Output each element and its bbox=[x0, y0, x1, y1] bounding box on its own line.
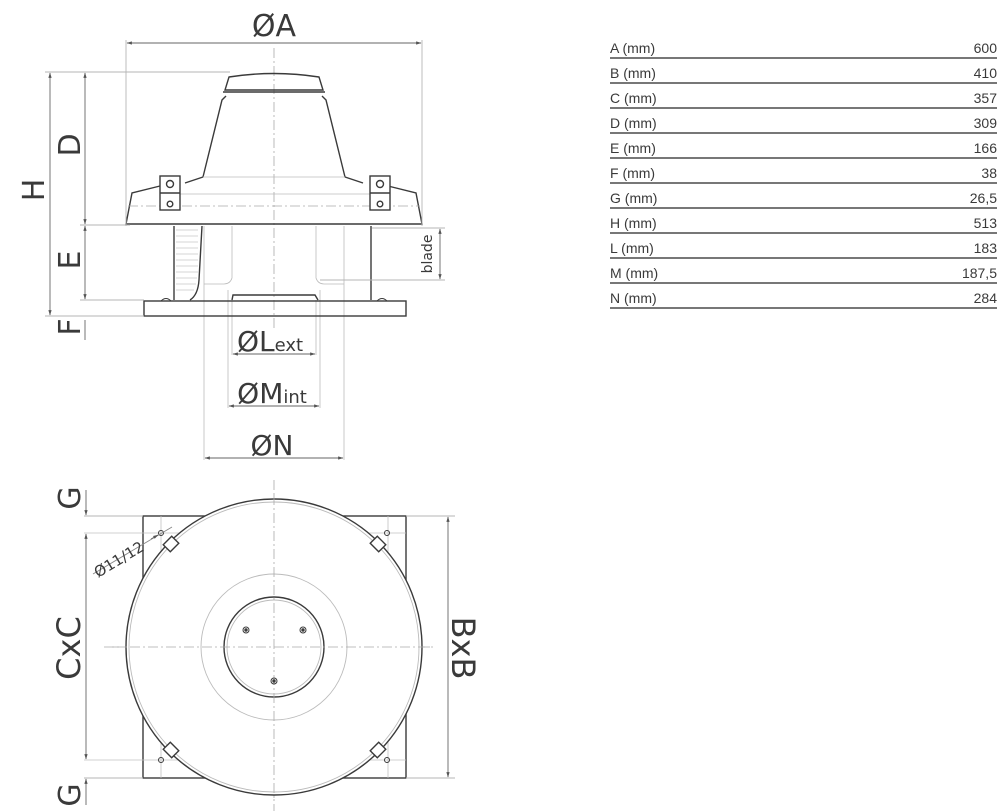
side-dimensions bbox=[45, 40, 445, 460]
table-row: M (mm) 187,5 bbox=[610, 259, 997, 284]
table-row: C (mm) 357 bbox=[610, 84, 997, 109]
dimension-label: F (mm) bbox=[610, 165, 656, 181]
label-h: H bbox=[17, 179, 52, 202]
label-bxb: BxB bbox=[444, 617, 482, 680]
label-g-bottom: G bbox=[53, 783, 88, 806]
label-diameter-a: ØA bbox=[252, 9, 297, 44]
dimension-label: D (mm) bbox=[610, 115, 657, 131]
dimension-value: 187,5 bbox=[961, 265, 997, 281]
technical-drawing: ØA H D E F blade ØLext ØMint ØN bbox=[17, 9, 482, 811]
dimension-label: C (mm) bbox=[610, 90, 657, 106]
dimension-label: G (mm) bbox=[610, 190, 658, 206]
table-row: H (mm) 513 bbox=[610, 209, 997, 234]
label-m-int: ØMint bbox=[237, 377, 307, 410]
label-e: E bbox=[53, 251, 88, 270]
dimension-label: M (mm) bbox=[610, 265, 659, 281]
table-row: E (mm) 166 bbox=[610, 134, 997, 159]
table-row: B (mm) 410 bbox=[610, 59, 997, 84]
table-row: A (mm) 600 bbox=[610, 34, 997, 59]
label-blade: blade bbox=[420, 235, 436, 274]
label-cxc: CxC bbox=[50, 616, 88, 680]
dimension-value: 357 bbox=[973, 90, 997, 106]
dimension-value: 183 bbox=[973, 240, 997, 256]
label-g-top: G bbox=[53, 486, 88, 509]
dimension-value: 309 bbox=[973, 115, 997, 131]
label-hole-diameter: Ø11/12 bbox=[91, 538, 147, 582]
dimension-value: 284 bbox=[973, 290, 997, 306]
dimension-label: A (mm) bbox=[610, 40, 656, 56]
top-dimensions bbox=[84, 490, 455, 805]
dimensions-table: A (mm)600 B (mm)410 C (mm)357 D (mm)309 … bbox=[610, 34, 997, 309]
table-row: F (mm) 38 bbox=[610, 159, 997, 184]
label-f: F bbox=[53, 318, 88, 335]
cap-top bbox=[224, 72, 324, 91]
table-row: G (mm) 26,5 bbox=[610, 184, 997, 209]
table-row: N (mm) 284 bbox=[610, 284, 997, 309]
dimension-value: 166 bbox=[973, 140, 997, 156]
side-view bbox=[125, 48, 423, 460]
dimension-label: H (mm) bbox=[610, 215, 657, 231]
dimension-label: N (mm) bbox=[610, 290, 657, 306]
dimension-label: E (mm) bbox=[610, 140, 656, 156]
dimension-label: L (mm) bbox=[610, 240, 654, 256]
table-row: L (mm) 183 bbox=[610, 234, 997, 259]
dimension-value: 26,5 bbox=[969, 190, 997, 206]
dimension-value: 513 bbox=[973, 215, 997, 231]
dimension-value: 38 bbox=[981, 165, 997, 181]
top-view bbox=[84, 480, 436, 811]
dimension-value: 410 bbox=[973, 65, 997, 81]
label-l-ext: ØLext bbox=[237, 325, 303, 358]
dimension-value: 600 bbox=[973, 40, 997, 56]
table-row: D (mm) 309 bbox=[610, 109, 997, 134]
dimension-label: B (mm) bbox=[610, 65, 656, 81]
label-d: D bbox=[53, 133, 88, 156]
label-diameter-n: ØN bbox=[251, 429, 294, 462]
